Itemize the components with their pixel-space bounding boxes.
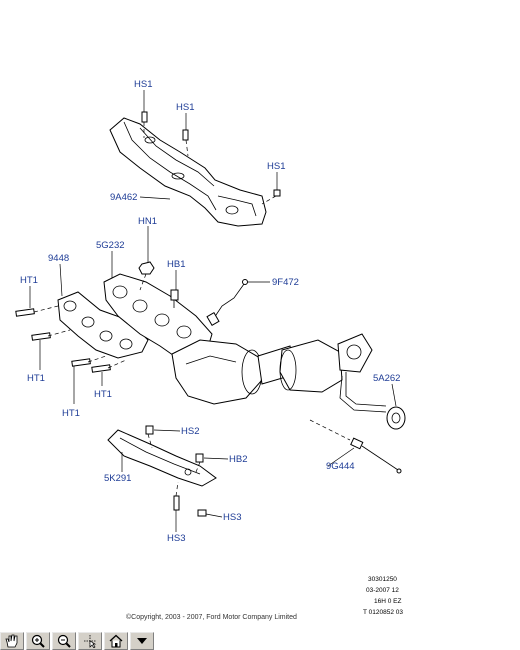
home-icon bbox=[109, 634, 123, 648]
ht1-studs bbox=[15, 308, 111, 373]
callout-hs1: HS1 bbox=[134, 79, 152, 90]
hb1-bolt bbox=[170, 289, 179, 308]
callout-5k291: 5K291 bbox=[104, 473, 131, 484]
manifold-gasket bbox=[57, 291, 149, 359]
zoom-in-button[interactable] bbox=[26, 632, 50, 650]
callout-5a262: 5A262 bbox=[373, 373, 400, 384]
callout-ht1: HT1 bbox=[62, 408, 80, 419]
callout-labels: HS1 HS1 HS1 9A462 HN1 9448 5G232 HB1 9F4… bbox=[20, 79, 400, 544]
drawing-number: 30301250 bbox=[368, 576, 397, 583]
hand-icon bbox=[5, 634, 18, 648]
exhaust-manifold bbox=[103, 273, 387, 413]
select-tool-button[interactable] bbox=[78, 632, 102, 650]
exhaust-manifold-diagram: HS1 HS1 HS1 9A462 HN1 9448 5G232 HB1 9F4… bbox=[15, 79, 406, 621]
lower-heat-shield bbox=[107, 429, 217, 487]
home-button[interactable] bbox=[104, 632, 128, 650]
hn1-nut bbox=[138, 261, 155, 275]
drawing-reference: T 0120852 03 bbox=[363, 609, 403, 616]
callout-ht1: HT1 bbox=[94, 389, 112, 400]
drawing-code: 16H 0 EZ bbox=[374, 598, 401, 605]
zoom-out-button[interactable] bbox=[52, 632, 76, 650]
callout-hn1: HN1 bbox=[138, 216, 157, 227]
callout-hs3: HS3 bbox=[223, 512, 241, 523]
dropdown-button[interactable] bbox=[130, 632, 154, 650]
upper-heat-shield bbox=[109, 117, 267, 227]
oxygen-sensor-downstream bbox=[350, 437, 402, 474]
callout-9g444: 9G444 bbox=[326, 461, 355, 472]
hs2-bolt bbox=[145, 425, 154, 435]
callout-hs3: HS3 bbox=[167, 533, 185, 544]
assembly-lines bbox=[33, 122, 351, 497]
callout-hs2: HS2 bbox=[181, 426, 199, 437]
hb2-bolt bbox=[195, 453, 204, 463]
pan-tool-button[interactable] bbox=[0, 632, 24, 650]
callout-hs1: HS1 bbox=[267, 161, 285, 172]
hs3-bolts bbox=[173, 495, 207, 517]
callout-hb2: HB2 bbox=[229, 454, 247, 465]
callout-ht1: HT1 bbox=[27, 373, 45, 384]
callout-9f472: 9F472 bbox=[272, 277, 299, 288]
callout-9448: 9448 bbox=[48, 253, 69, 264]
oxygen-sensor-upstream bbox=[206, 279, 248, 327]
viewer-toolbar bbox=[0, 632, 520, 650]
callout-hs1: HS1 bbox=[176, 102, 194, 113]
exhaust-insulator bbox=[386, 406, 406, 430]
drawing-date: 03-2007 12 bbox=[366, 587, 399, 594]
pointer-icon bbox=[84, 635, 97, 648]
leader-lines bbox=[29, 90, 397, 532]
drawing-reference-block: 30301250 03-2007 12 16H 0 EZ T 0120852 0… bbox=[363, 576, 403, 616]
callout-ht1: HT1 bbox=[20, 275, 38, 286]
callout-9a462: 9A462 bbox=[110, 192, 137, 203]
zoom-in-icon bbox=[31, 634, 45, 648]
callout-5g232: 5G232 bbox=[96, 240, 125, 251]
chevron-down-icon bbox=[137, 638, 147, 644]
copyright-notice: ©Copyright, 2003 - 2007, Ford Motor Comp… bbox=[126, 613, 297, 621]
zoom-out-icon bbox=[57, 634, 71, 648]
callout-hb1: HB1 bbox=[167, 259, 185, 270]
